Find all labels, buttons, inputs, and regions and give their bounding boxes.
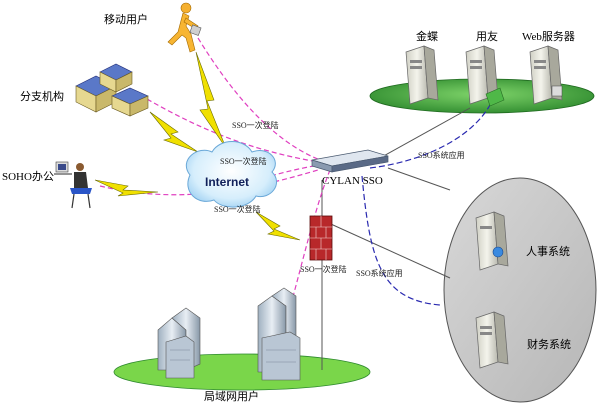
server-hr-icon [475, 211, 509, 271]
label-lan-users: 局域网用户 [204, 391, 259, 403]
label-sso-app-top: SSO系统应用 [418, 151, 465, 160]
label-sso-login-branch: SSO一次登陆 [220, 157, 267, 166]
label-finance-system: 财务系统 [527, 339, 571, 351]
bolt-soho [94, 179, 159, 197]
mobile-user-icon [167, 2, 202, 53]
label-cylan-sso: CYLAN SSO [322, 175, 383, 187]
label-sso-app-right: SSO系统应用 [356, 269, 403, 278]
label-internet: Internet [205, 175, 250, 189]
lan-platform [113, 353, 371, 391]
label-sso-login-mobile: SSO一次登陆 [232, 121, 279, 130]
label-branch: 分支机构 [20, 91, 64, 103]
label-sso-login-firewall: SSO一次登陆 [300, 265, 347, 274]
bolt-branch [149, 111, 199, 153]
server-yonyou-icon [465, 45, 505, 107]
label-sso-login-soho: SSO一次登陆 [214, 205, 261, 214]
firewall-icon [309, 215, 333, 261]
label-hr-system: 人事系统 [526, 246, 570, 258]
bolt-internet-fw [255, 211, 301, 241]
cylan-sso-device-icon [311, 149, 389, 173]
app-server-zone [443, 177, 597, 403]
server-finance-icon [475, 311, 509, 369]
label-mobile-user: 移动用户 [104, 14, 148, 26]
branch-buildings-icon [75, 63, 149, 117]
bolt-mobile [195, 51, 227, 149]
server-kingdee-icon [405, 45, 439, 105]
label-yonyou: 用友 [476, 31, 498, 43]
label-kingdee: 金蝶 [416, 31, 438, 43]
sso-app-links [361, 104, 491, 306]
solid-links [321, 107, 471, 370]
soho-user-icon [54, 161, 92, 209]
wireless-bolts [94, 51, 301, 241]
label-web-server: Web服务器 [522, 31, 575, 43]
internet-cloud [185, 141, 278, 208]
lan-office-towers-icon [157, 287, 301, 381]
server-web-icon [529, 45, 563, 105]
label-soho: SOHO办公 [2, 171, 54, 183]
